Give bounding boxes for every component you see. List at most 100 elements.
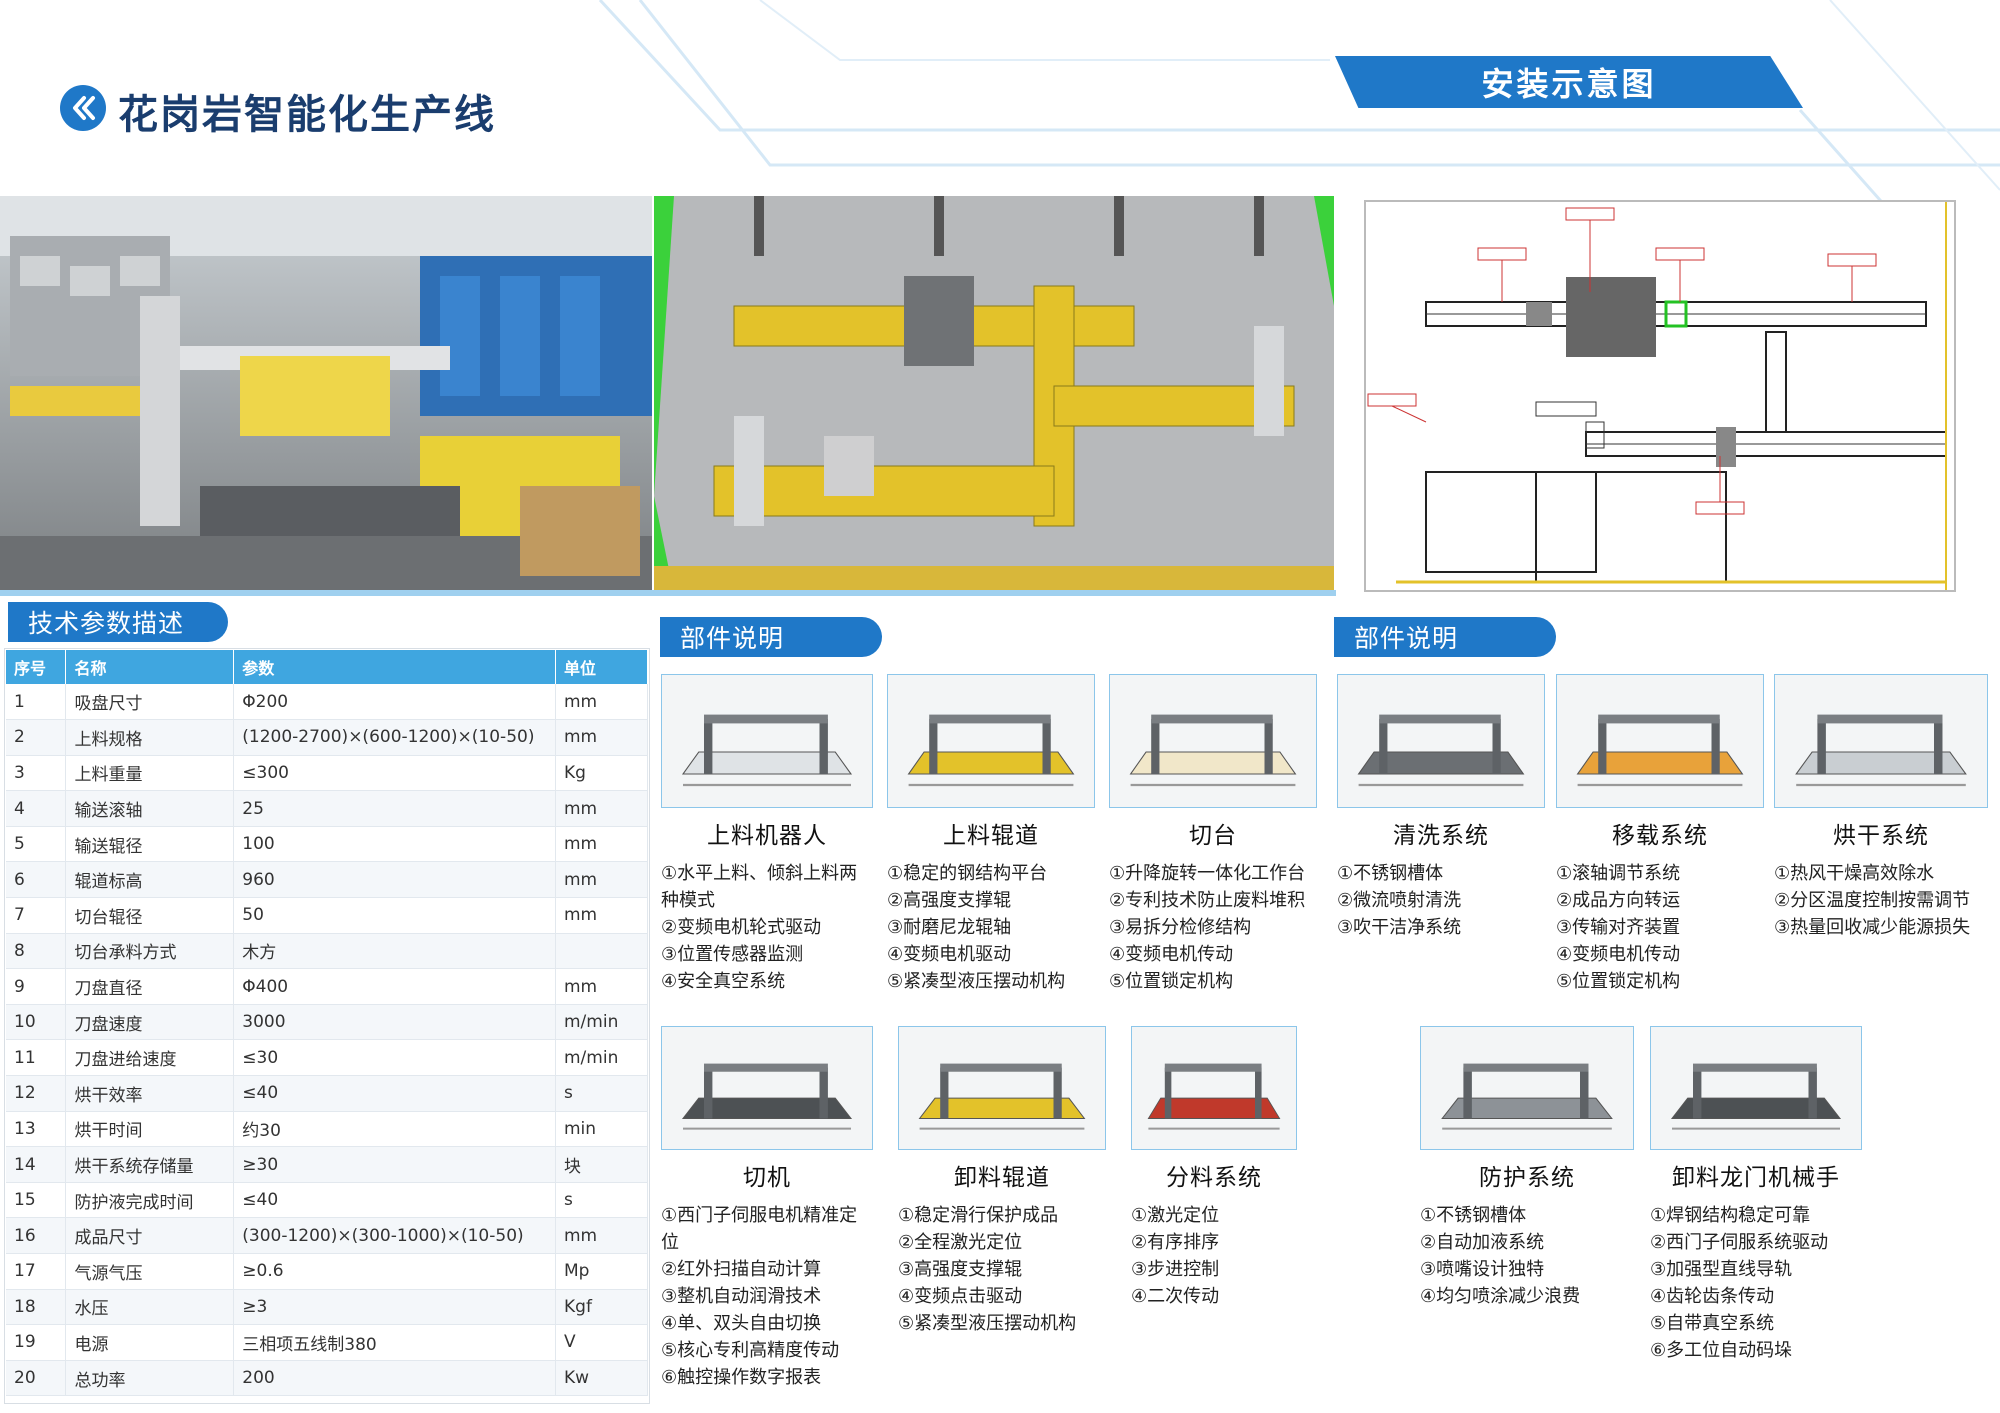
layout-drawing [1367,202,1947,590]
feature-item: ①激光定位 [1131,1205,1220,1226]
tech-header-cell: 单位 [555,650,648,684]
feature-item: ①稳定的钢结构平台 [887,863,1048,884]
feature-item: ②全程激光定位 [898,1232,1023,1253]
table-cell: 50 [233,897,556,934]
table-cell: 水压 [65,1289,235,1326]
feature-item: ③耐磨尼龙辊轴 [887,917,1012,938]
feature-item: ①焊钢结构稳定可靠 [1650,1205,1811,1226]
feature-item: ①稳定滑行保护成品 [898,1205,1059,1226]
component-name: 卸料龙门机械手 [1672,1165,1840,1191]
table-cell: 960 [233,861,556,899]
component-name: 卸料辊道 [954,1165,1050,1191]
table-cell: 成品尺寸 [65,1217,235,1254]
table-cell: 三相项五线制380 [233,1324,556,1361]
feature-item: ③位置传感器监测 [661,944,804,965]
table-cell: (300-1200)×(300-1000)×(10-50) [233,1217,556,1254]
feature-item: ①滚轴调节系统 [1556,863,1681,884]
component-image [1131,1026,1297,1150]
feature-item: ⑤位置锁定机构 [1109,971,1234,992]
feature-item: ③步进控制 [1131,1259,1220,1280]
feature-item: ⑤紧凑型液压摆动机构 [887,971,1066,992]
table-cell: mm [555,719,648,756]
table-cell: 刀盘进给速度 [65,1039,235,1077]
table-cell: 8 [6,933,67,970]
table-cell: Kw [555,1360,648,1397]
table-cell: min [555,1111,648,1148]
double-chevron-left-icon [60,85,106,131]
table-cell: ≥0.6 [233,1253,556,1290]
component-name: 切机 [743,1165,791,1191]
table-cell: 18 [6,1289,67,1326]
table-cell: 气源气压 [65,1253,235,1290]
feature-item: ①不锈钢槽体 [1337,863,1444,884]
feature-item: ④均匀喷涂减少浪费 [1420,1286,1581,1307]
table-cell: 5 [6,826,67,863]
feature-item: ②西门子伺服系统驱动 [1650,1232,1829,1253]
tech-header-cell: 参数 [233,650,556,684]
tech-section-title: 技术参数描述 [8,602,228,642]
page-title: 花岗岩智能化生产线 [118,92,496,138]
table-cell: mm [555,790,648,827]
table-cell: 木方 [233,933,556,970]
feature-item: ④变频电机驱动 [887,944,1012,965]
table-cell: 切台辊径 [65,897,235,934]
table-cell: 9 [6,968,67,1005]
feature-item: ③高强度支撑辊 [898,1259,1023,1280]
feature-item: ③喷嘴设计独特 [1420,1259,1545,1280]
feature-item: ②专利技术防止废料堆积 [1109,890,1306,911]
component-name: 烘干系统 [1833,823,1929,849]
table-cell: 输送滚轴 [65,790,235,827]
table-cell: mm [555,684,648,721]
component-image [661,674,873,808]
table-cell: ≤30 [233,1039,556,1077]
parts-title-left: 部件说明 [660,617,882,657]
table-cell: 7 [6,897,67,934]
table-cell: 16 [6,1217,67,1254]
component-name: 防护系统 [1479,1165,1575,1191]
table-cell: ≥3 [233,1289,556,1326]
table-cell: ≤300 [233,755,556,792]
feature-item: ②有序排序 [1131,1232,1220,1253]
component-name: 移载系统 [1612,823,1708,849]
table-cell: 200 [233,1360,556,1397]
table-cell: mm [555,1217,648,1254]
feature-item: ⑤位置锁定机构 [1556,971,1681,992]
component-name: 切台 [1189,823,1237,849]
component-image [1650,1026,1862,1150]
tech-header-cell: 名称 [65,650,235,684]
table-cell: 11 [6,1039,67,1077]
table-cell: 12 [6,1075,67,1112]
component-image [887,674,1095,808]
feature-item: ②红外扫描自动计算 [661,1259,822,1280]
table-cell: mm [555,861,648,899]
feature-item: ①西门子伺服电机精准定位 [661,1205,858,1253]
